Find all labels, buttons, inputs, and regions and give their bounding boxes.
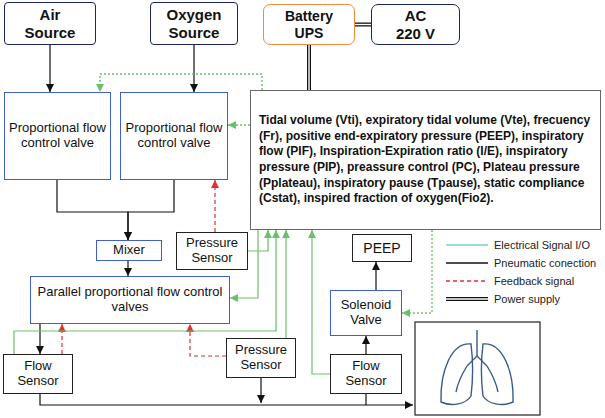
peep-box: PEEP bbox=[352, 234, 412, 262]
node-label: Flow Sensor bbox=[334, 359, 398, 389]
mixer-box: Mixer bbox=[96, 240, 162, 261]
connector-line bbox=[39, 324, 40, 354]
connector-line bbox=[127, 261, 128, 276]
legend-sample bbox=[446, 275, 490, 287]
connector-line bbox=[365, 336, 366, 354]
connector-line bbox=[214, 180, 215, 232]
lungs-frame bbox=[415, 322, 540, 415]
node-label: Proportional flow control valve bbox=[125, 121, 223, 151]
legend-label: Power supply bbox=[494, 293, 560, 305]
connector bbox=[50, 45, 51, 92]
node-label: Proportional flow control valve bbox=[9, 121, 106, 151]
legend-label: Feedback signal bbox=[494, 275, 574, 287]
solenoid-box: Solenoid Valve bbox=[330, 290, 402, 336]
connector-line bbox=[307, 45, 311, 90]
node-label: Pressure Sensor bbox=[230, 343, 292, 373]
connector-inner bbox=[355, 24, 371, 25]
connector-line bbox=[193, 45, 194, 92]
connector bbox=[376, 262, 377, 290]
connector bbox=[57, 180, 128, 240]
node-label: Oxygen Source bbox=[159, 6, 229, 41]
connector bbox=[194, 45, 195, 92]
legend-label: Electrical Signal I/O bbox=[494, 239, 590, 251]
connector-line bbox=[285, 230, 286, 338]
legend-row: Electrical Signal I/O bbox=[446, 236, 596, 254]
connector-line bbox=[100, 74, 262, 92]
power-box: AC 220 V bbox=[371, 4, 460, 45]
legend-label: Pneumatic conection bbox=[494, 257, 596, 269]
node-label: PEEP bbox=[363, 240, 400, 256]
legend-row: Feedback signal bbox=[446, 272, 596, 290]
legend-sample bbox=[446, 257, 490, 269]
connector-line bbox=[61, 324, 62, 354]
node-label: Flow Sensor bbox=[7, 359, 69, 389]
connector bbox=[128, 180, 174, 240]
node-label: AC 220 V bbox=[392, 7, 440, 42]
connector-line bbox=[312, 230, 330, 374]
connector-line bbox=[355, 23, 371, 27]
connector-line bbox=[128, 180, 174, 240]
valve-box: Proportional flow control valve bbox=[4, 92, 111, 180]
legend-sample bbox=[446, 293, 490, 305]
connector bbox=[355, 24, 371, 25]
connector bbox=[62, 324, 63, 354]
connector-line bbox=[57, 180, 128, 240]
legend-row: Power supply bbox=[446, 290, 596, 308]
node-label: Mixer bbox=[113, 243, 145, 258]
valve-box: Proportional flow control valve bbox=[120, 92, 228, 180]
connector bbox=[228, 125, 250, 126]
sensor-tap-line bbox=[260, 378, 261, 403]
sensor-box: Flow Sensor bbox=[3, 354, 73, 394]
connector bbox=[190, 324, 226, 356]
connector bbox=[215, 180, 216, 232]
connector bbox=[312, 230, 330, 374]
node-label: Pressure Sensor bbox=[180, 236, 244, 266]
connector-line bbox=[228, 124, 250, 125]
connector-line bbox=[14, 230, 276, 354]
sensor-box: Pressure Sensor bbox=[226, 338, 296, 378]
connector bbox=[40, 324, 41, 354]
airway-line bbox=[40, 394, 413, 405]
connector-line bbox=[375, 262, 376, 290]
valve-bank-box: Parallel proportional flow control valve… bbox=[30, 276, 230, 324]
connector bbox=[14, 230, 276, 354]
node-label: Battery UPS bbox=[278, 8, 340, 40]
source-box: Oxygen Source bbox=[150, 2, 238, 45]
connector bbox=[309, 45, 310, 90]
source-box: Air Source bbox=[4, 2, 96, 45]
sensor-box: Pressure Sensor bbox=[176, 232, 248, 270]
connector bbox=[128, 261, 129, 276]
node-label: Solenoid Valve bbox=[334, 298, 398, 328]
expiratory-tap-line bbox=[365, 394, 366, 405]
legend-row: Pneumatic conection bbox=[446, 254, 596, 272]
connector-inner bbox=[308, 45, 309, 90]
node-label: Air Source bbox=[15, 6, 85, 41]
lungs-illustration bbox=[441, 330, 513, 404]
sensor-box: Flow Sensor bbox=[330, 354, 402, 394]
node-label: Tidal volume (Vti), expiratory tidal vol… bbox=[259, 113, 592, 207]
connector-line bbox=[49, 45, 50, 92]
parameter-box: Tidal volume (Vti), expiratory tidal vol… bbox=[250, 90, 601, 230]
connector bbox=[100, 74, 262, 92]
connector-line bbox=[190, 324, 226, 356]
legend-sample bbox=[446, 239, 490, 251]
connector bbox=[286, 230, 287, 338]
connector bbox=[366, 336, 367, 354]
node-label: Parallel proportional flow control valve… bbox=[34, 285, 226, 315]
power-box: Battery UPS bbox=[263, 4, 355, 45]
legend: Electrical Signal I/O Pneumatic conection… bbox=[446, 236, 596, 308]
